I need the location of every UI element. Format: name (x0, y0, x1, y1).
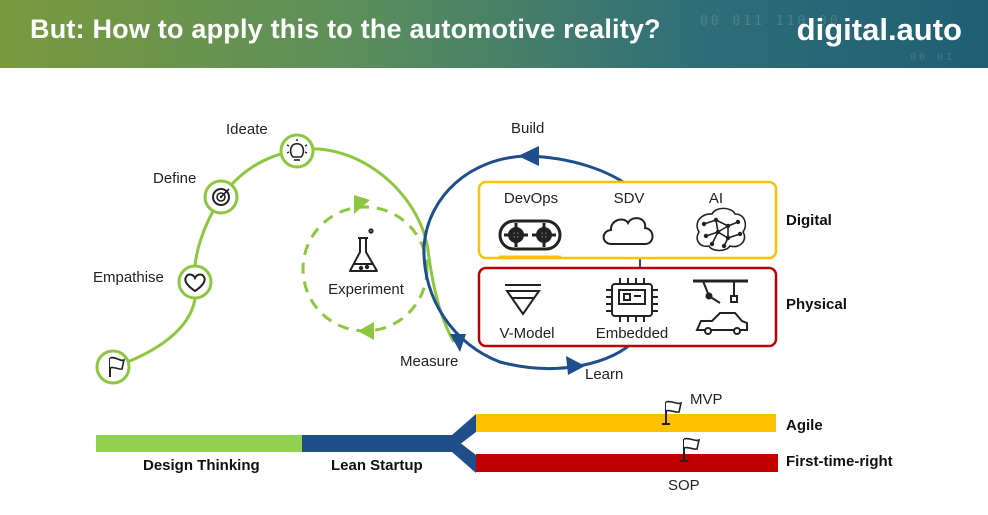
ai-brain-icon (696, 207, 747, 252)
physical-label: Physical (786, 296, 847, 313)
mvp-flag-icon (662, 400, 683, 425)
ideate-lightbulb-node (279, 133, 315, 169)
flask-icon (349, 228, 378, 272)
ai-label: AI (708, 190, 724, 207)
digital-box (477, 180, 778, 260)
agile-bar (476, 414, 776, 432)
learn-label: Learn (585, 366, 624, 383)
devops-gears-icon (498, 219, 562, 251)
step-label-ideate: Ideate (226, 121, 268, 138)
agile-label: Agile (786, 417, 823, 434)
brand-logo: digital.auto (796, 12, 962, 47)
digital-label: Digital (786, 212, 832, 229)
measure-label: Measure (400, 353, 459, 370)
experiment-arrow-top (354, 195, 370, 214)
lean-startup-label: Lean Startup (331, 457, 423, 474)
slide-title: But: How to apply this to the automotive… (30, 14, 661, 44)
build-arrow (518, 146, 539, 166)
empathise-heart-node (177, 264, 213, 300)
cloud-icon (602, 217, 654, 245)
sop-label: SOP (668, 477, 700, 494)
define-target-node (203, 179, 239, 215)
slide-header: 00 011 110 00 00 01 But: How to apply th… (0, 0, 988, 68)
start-flag-node (95, 349, 131, 385)
timeline-split-fork (452, 414, 476, 473)
physical-box (477, 266, 778, 348)
design-thinking-label: Design Thinking (143, 457, 260, 474)
devops-label: DevOps (503, 190, 559, 207)
step-label-empathise: Empathise (93, 269, 164, 286)
decorative-binary-2: 00 01 (910, 52, 956, 63)
mvp-label: MVP (690, 391, 723, 408)
experiment-loop (301, 205, 429, 333)
robot-car-assembly-icon (693, 279, 748, 335)
learn-arrow (566, 356, 585, 375)
experiment-label: Experiment (328, 281, 404, 298)
design-thinking-bar (96, 435, 302, 452)
embedded-label: Embedded (595, 325, 669, 342)
experiment-arrow-bottom (358, 322, 374, 340)
first-time-right-bar (476, 454, 778, 472)
decorative-binary: 00 011 110 00 (700, 14, 841, 29)
measure-arrow (450, 334, 466, 352)
build-label: Build (511, 120, 545, 137)
sdv-label: SDV (613, 190, 645, 207)
v-model-label: V-Model (499, 325, 555, 342)
step-label-define: Define (153, 170, 197, 187)
sop-flag-icon (680, 437, 701, 462)
v-model-icon (505, 284, 541, 316)
first-time-right-label: First-time-right (786, 453, 893, 470)
lean-startup-bar (302, 435, 452, 452)
embedded-chip-icon (606, 278, 658, 322)
